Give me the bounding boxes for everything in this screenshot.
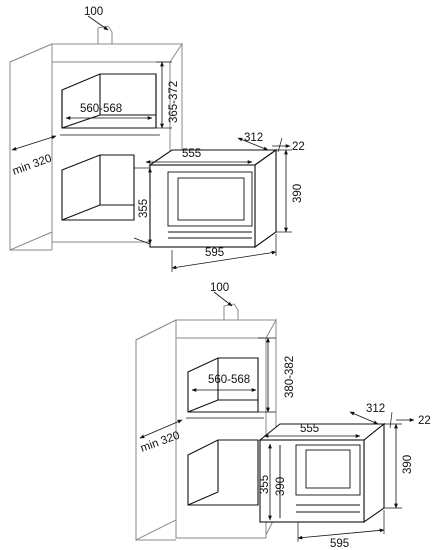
- bottom-niche-lower: [187, 439, 259, 506]
- top-niche-lower: [61, 154, 135, 221]
- bottom-cabinet: [135, 318, 277, 541]
- top-niche-upper: [61, 73, 157, 129]
- bottom-oven: [258, 422, 386, 524]
- top-label-22: 22: [292, 141, 305, 153]
- bottom-label-390-inner: 390: [275, 477, 287, 496]
- bottom-label-niche-width: 560-568: [208, 374, 250, 386]
- bottom-label-595: 595: [330, 538, 349, 550]
- bottom-label-390: 390: [402, 455, 414, 474]
- top-shelf: [97, 25, 113, 45]
- bottom-label-niche-height: 380-382: [284, 356, 296, 398]
- top-label-312: 312: [244, 132, 263, 144]
- top-label-595: 595: [205, 247, 224, 259]
- top-label-niche-width: 560-568: [80, 103, 122, 115]
- bottom-shelf: [223, 303, 239, 321]
- top-oven: [148, 148, 278, 249]
- top-label-390: 390: [292, 184, 304, 203]
- top-label-niche-height: 365-372: [168, 81, 180, 123]
- bottom-niche-upper: [187, 357, 259, 413]
- bottom-label-312: 312: [366, 403, 385, 415]
- top-label-555: 555: [182, 148, 201, 160]
- bottom-label-22: 22: [418, 415, 431, 427]
- top-label-355: 355: [138, 199, 150, 218]
- bottom-label-555: 555: [300, 423, 319, 435]
- bottom-label-100: 100: [210, 282, 229, 294]
- bottom-label-355: 355: [259, 475, 271, 494]
- bottom-installation-view: 100 560-568 380-382 min 320 555 312 22 3…: [135, 282, 431, 550]
- top-label-100: 100: [84, 6, 103, 18]
- top-installation-view: 100 560-568 365-372 min 320 555 312 22 3…: [9, 6, 305, 272]
